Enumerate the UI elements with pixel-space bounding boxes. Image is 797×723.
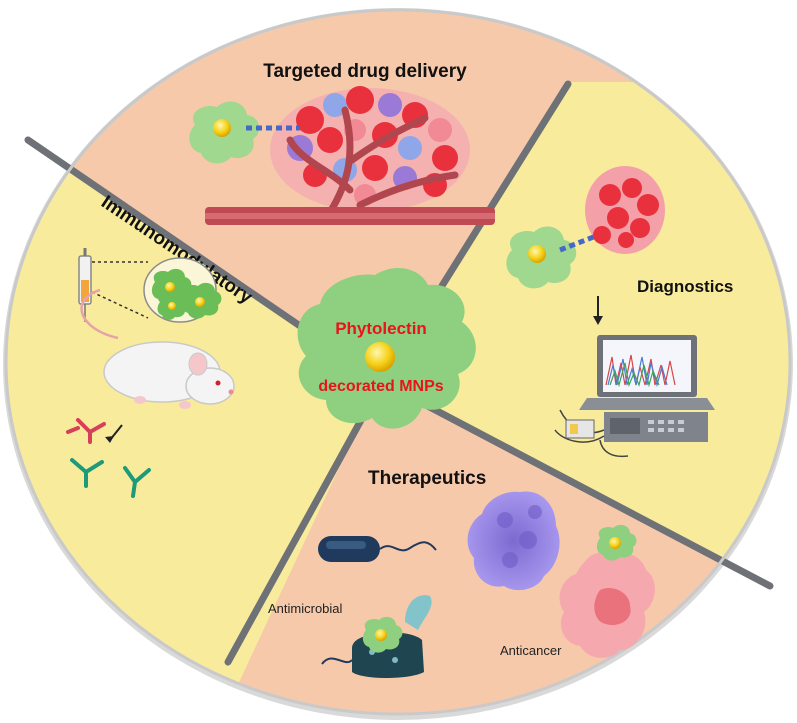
divider-right-bottom: [378, 378, 774, 590]
laptop: [579, 335, 715, 442]
label-diagnostics: Diagnostics: [637, 277, 733, 296]
center-label-line2: decorated MNPs: [318, 378, 443, 395]
syringe: [78, 248, 92, 322]
mouse: [80, 288, 235, 409]
diagnostic-nanoparticle: [506, 226, 597, 289]
therapeutics-illustration: Therapeutics Antimicrobial: [268, 468, 655, 678]
chromatogram: [605, 354, 676, 388]
zoom-lines: [91, 261, 149, 319]
cancer-cell-purple: [467, 491, 560, 591]
center-lectin-nanoparticle: Phytolectin decorated MNPs: [297, 267, 476, 429]
sector-right: [380, 82, 790, 600]
divider-left-bottom: [224, 378, 386, 666]
bacterium: [318, 536, 437, 562]
diagnostic-tumor: [585, 166, 665, 254]
antimicrobial-action: [321, 595, 432, 678]
vessel-branches: [286, 106, 459, 216]
label-anticancer: Anticancer: [500, 643, 562, 658]
antibody-green-2: [123, 466, 151, 498]
sensor-device: [554, 409, 629, 458]
label-therapeutics: Therapeutics: [368, 468, 486, 489]
diagnostics-illustration: Diagnostics: [506, 166, 733, 458]
magnetic-core: [365, 342, 395, 372]
antibodies: [66, 418, 151, 498]
disc-outline: [4, 8, 792, 716]
antibody-red: [66, 418, 106, 444]
zoom-nanoparticles: [151, 268, 222, 320]
label-targeted-delivery: Targeted drug delivery: [263, 61, 467, 82]
targeted-delivery-illustration: Targeted drug delivery: [189, 61, 495, 225]
blood-vessel-lumen: [205, 213, 495, 219]
label-antimicrobial: Antimicrobial: [268, 601, 343, 616]
center-label-line1: Phytolectin: [335, 319, 427, 338]
antibody-green-1: [70, 458, 104, 488]
targeting-nanoparticle: [189, 101, 300, 164]
cancer-cell-pink: [559, 524, 655, 658]
